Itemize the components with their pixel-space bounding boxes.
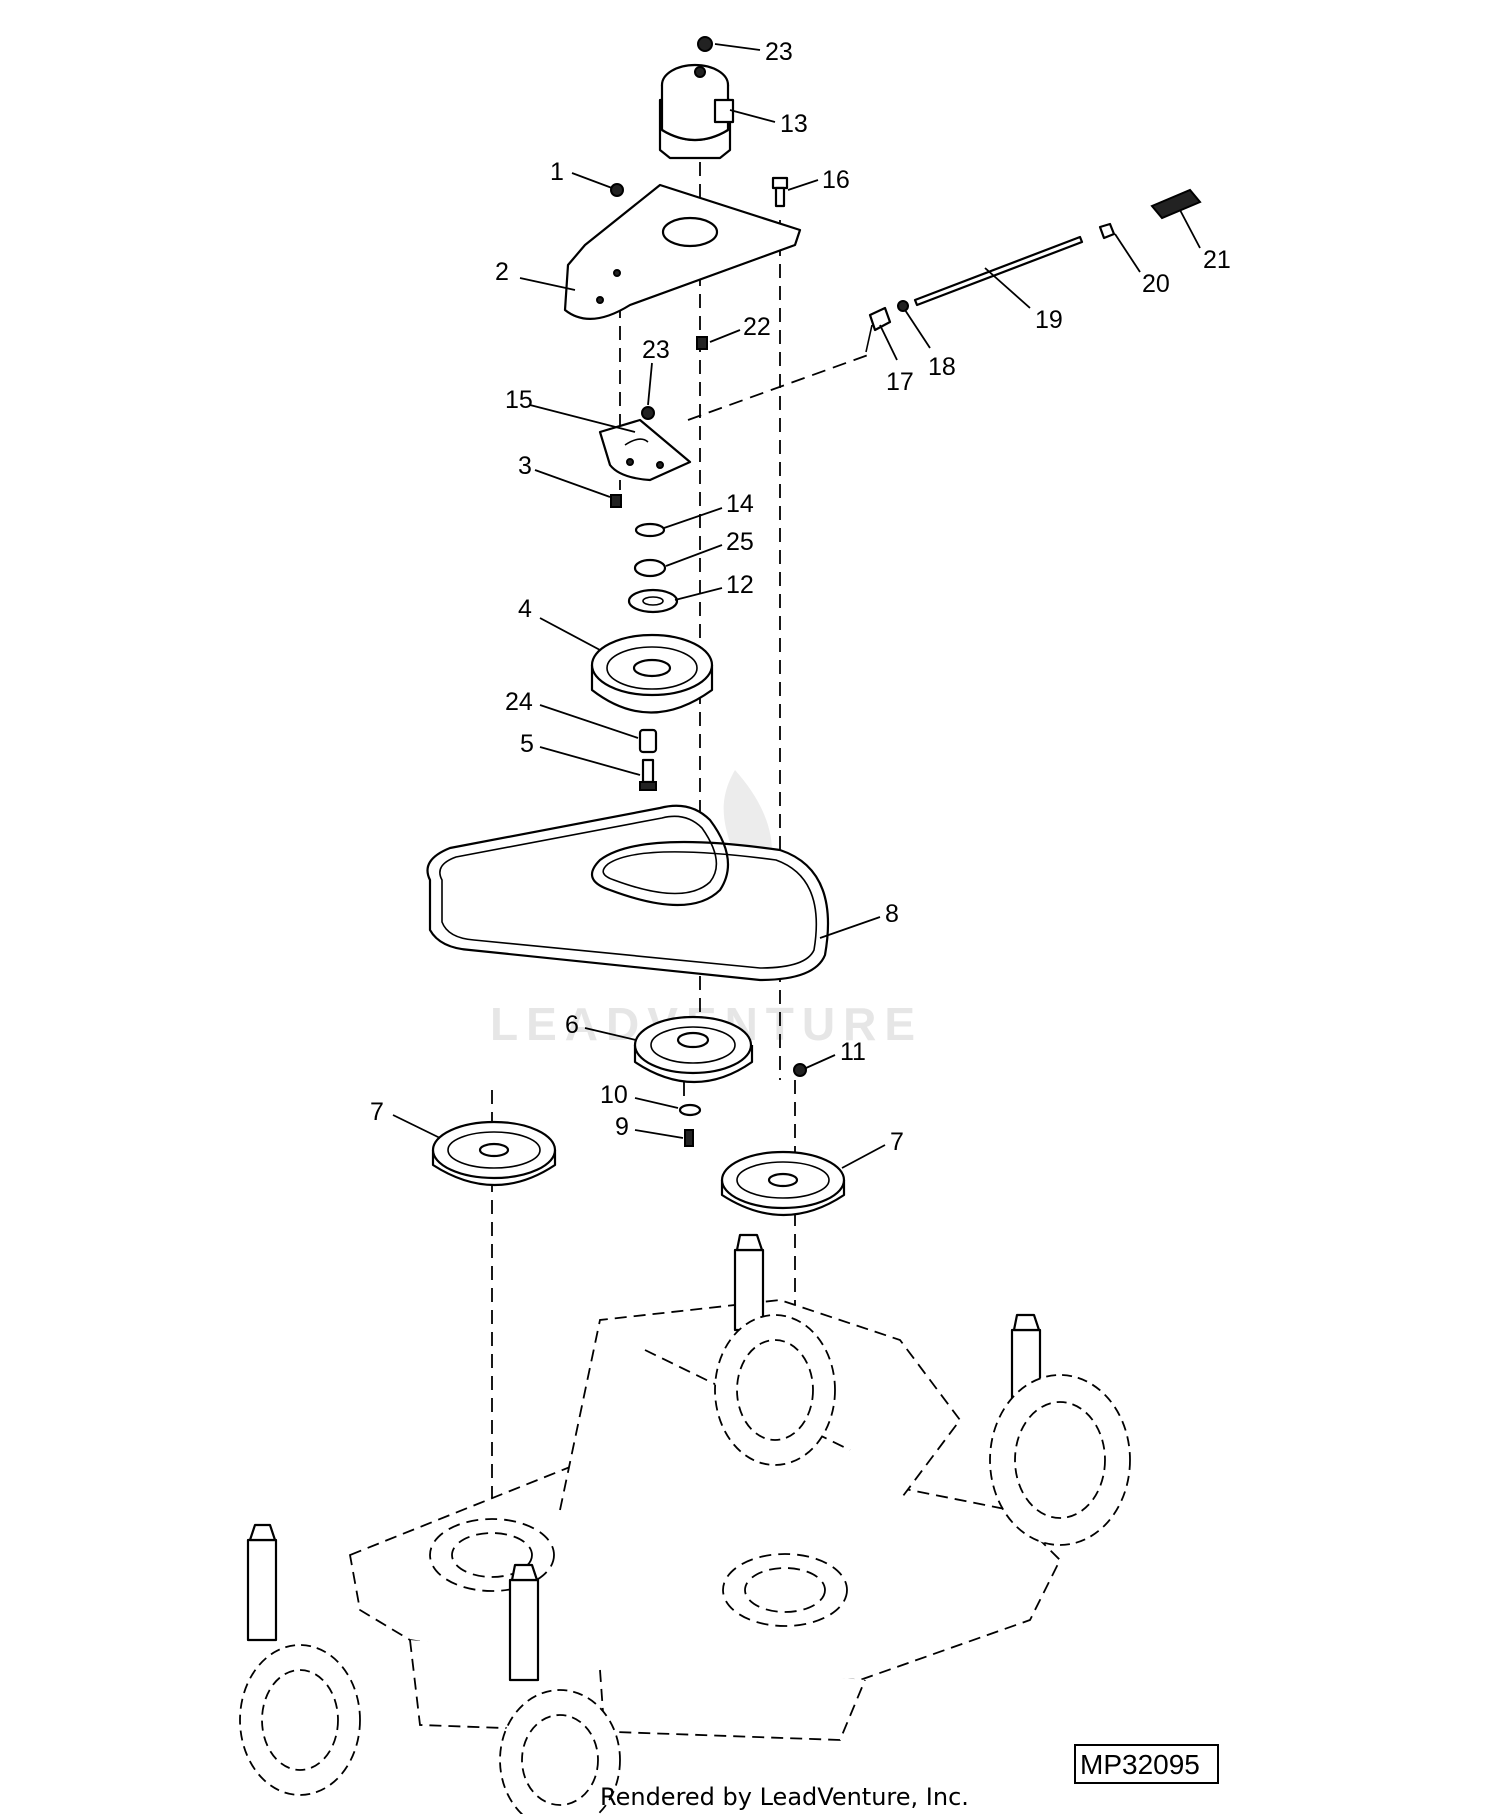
- caster-wheel-front-center: [499, 1563, 621, 1814]
- bolt-icon: [684, 1129, 694, 1147]
- callout-22: 22: [743, 313, 771, 341]
- drive-sheave: [633, 1015, 754, 1084]
- mounting-plate: [563, 183, 802, 320]
- callout-5: 5: [520, 730, 534, 758]
- callout-23-top: 23: [765, 38, 793, 66]
- caster-wheel-rear-center: [714, 1233, 836, 1466]
- callout-9: 9: [615, 1113, 629, 1141]
- washer: [678, 1103, 702, 1117]
- bolt-icon: [771, 176, 789, 208]
- spindle-pulley-right: [720, 1150, 846, 1217]
- callout-3: 3: [518, 452, 532, 480]
- callout-8: 8: [885, 900, 899, 928]
- hydraulic-motor: [658, 63, 735, 160]
- spacer: [638, 728, 658, 754]
- nut-icon: [610, 183, 624, 197]
- callout-10: 10: [600, 1081, 628, 1109]
- nut-icon: [697, 36, 713, 52]
- drive-belt: [426, 804, 830, 982]
- nut-icon: [793, 1063, 807, 1077]
- render-credit: Rendered by LeadVenture, Inc.: [600, 1783, 969, 1811]
- callout-23-mid: 23: [642, 336, 670, 364]
- callout-17: 17: [886, 368, 914, 396]
- callout-18: 18: [928, 353, 956, 381]
- callout-20: 20: [1142, 270, 1170, 298]
- callout-15: 15: [505, 386, 533, 414]
- callout-13: 13: [780, 110, 808, 138]
- bolt-icon: [696, 336, 708, 350]
- callout-21: 21: [1203, 246, 1231, 274]
- spindle-pulley-left: [431, 1120, 557, 1187]
- spring-icon: [1150, 188, 1202, 220]
- idler-pulley: [590, 633, 714, 714]
- caster-wheel-rear-right: [989, 1313, 1131, 1546]
- callout-6: 6: [565, 1011, 579, 1039]
- callout-labels: 23 13 1 16 2 21 20 19 22 23 17 18 15 3 1…: [370, 38, 1231, 1156]
- callout-11: 11: [840, 1038, 866, 1066]
- callout-12: 12: [726, 571, 754, 599]
- callout-1: 1: [550, 158, 564, 186]
- nut-icon: [641, 406, 655, 420]
- bolt-icon: [610, 494, 622, 508]
- callout-7-right: 7: [890, 1128, 904, 1156]
- bearing: [627, 588, 679, 614]
- figure-code-box: MP32095: [1074, 1744, 1219, 1784]
- pivot-bracket: [598, 418, 692, 482]
- rod-assembly: [865, 188, 1202, 353]
- callout-24: 24: [505, 688, 533, 716]
- figure-code: MP32095: [1080, 1749, 1200, 1780]
- bolt-icon: [639, 758, 657, 791]
- mower-deck: [348, 1299, 1062, 1741]
- callout-25: 25: [726, 528, 754, 556]
- callout-14: 14: [726, 490, 754, 518]
- callout-leaders: [392, 43, 1201, 1169]
- spacer: [633, 558, 667, 578]
- callout-19: 19: [1035, 306, 1063, 334]
- callout-16: 16: [822, 166, 850, 194]
- caster-wheel-front-left: [239, 1523, 361, 1796]
- callout-7-left: 7: [370, 1098, 384, 1126]
- callout-4: 4: [518, 595, 532, 623]
- callout-2: 2: [495, 258, 509, 286]
- washer: [634, 522, 666, 538]
